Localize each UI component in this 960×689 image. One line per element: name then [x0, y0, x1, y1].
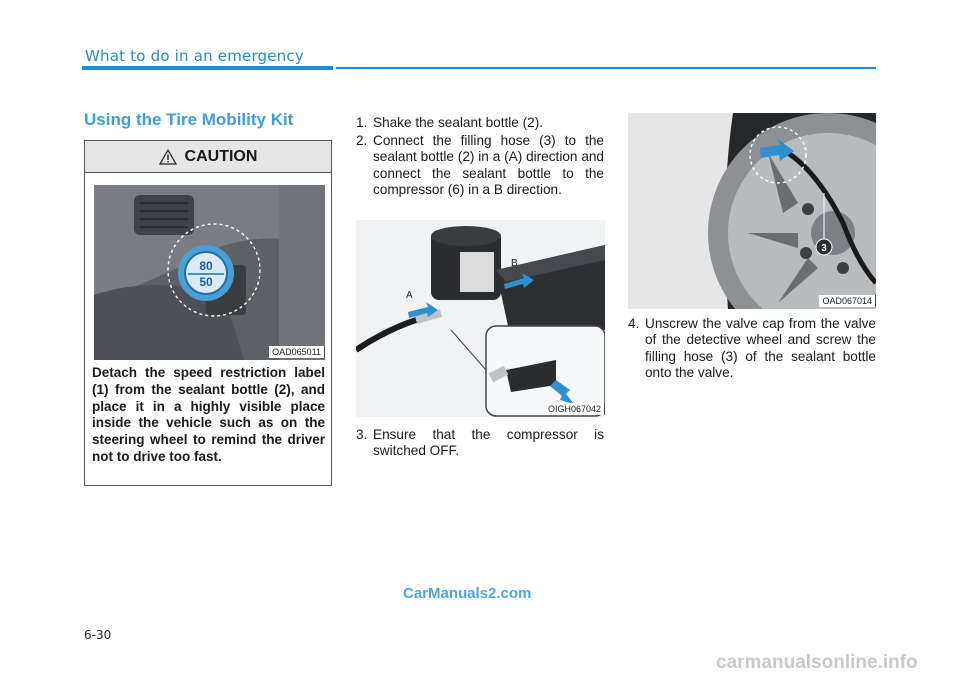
wheel-figure: 3 OAD067014 — [628, 113, 876, 309]
direction-label-b: B — [511, 258, 518, 269]
footer-watermark: carmanualsonline.info — [716, 652, 918, 673]
label-speed-bottom: 50 — [199, 275, 213, 289]
label-speed-top: 80 — [199, 259, 213, 273]
header-rule-accent — [82, 66, 333, 70]
step-number: 3. — [356, 427, 368, 442]
dashboard-illustration: 80 50 — [94, 185, 325, 360]
image-code: OIGH067042 — [544, 403, 605, 415]
compressor-illustration: A B — [356, 220, 605, 417]
caution-header: CAUTION — [85, 141, 331, 173]
step-text: Connect the filling hose (3) to the seal… — [373, 133, 604, 198]
page-number: 6-30 — [84, 628, 112, 642]
step-text: Shake the sealant bottle (2). — [373, 115, 544, 130]
step-3: 3. Ensure that the compressor is switche… — [356, 427, 604, 460]
direction-label-a: A — [406, 290, 413, 301]
dashboard-label-photo: 80 50 OAD065011 — [94, 185, 325, 360]
step-number: 1. — [356, 115, 368, 130]
step-4: 4. Unscrew the valve cap from the valve … — [628, 316, 876, 382]
section-title: Using the Tire Mobility Kit — [84, 110, 294, 129]
caution-text: Detach the speed restriction label (1) f… — [92, 365, 325, 464]
chapter-title: What to do in an emergency — [85, 47, 304, 65]
step-number: 4. — [628, 316, 640, 331]
caution-heading: CAUTION — [184, 147, 258, 165]
step-2: 2. Connect the filling hose (3) to the s… — [356, 133, 604, 199]
wheel-illustration: 3 — [628, 113, 876, 309]
step-text: Unscrew the valve cap from the valve of … — [645, 316, 876, 381]
caution-box: CAUTION 80 50 OAD065011 Detach the speed… — [84, 140, 332, 486]
header-rule — [336, 67, 876, 69]
callout-number: 3 — [821, 243, 827, 254]
step-1: 1. Shake the sealant bottle (2). — [356, 115, 604, 131]
compressor-figure: A B OIGH067042 — [356, 220, 605, 417]
step-text: Ensure that the compressor is switched O… — [373, 427, 604, 459]
watermark-link[interactable]: CarManuals2.com — [403, 585, 532, 602]
warning-triangle-icon — [158, 148, 177, 165]
image-code: OAD065011 — [269, 346, 325, 358]
image-code: OAD067014 — [819, 295, 876, 307]
step-number: 2. — [356, 133, 368, 148]
